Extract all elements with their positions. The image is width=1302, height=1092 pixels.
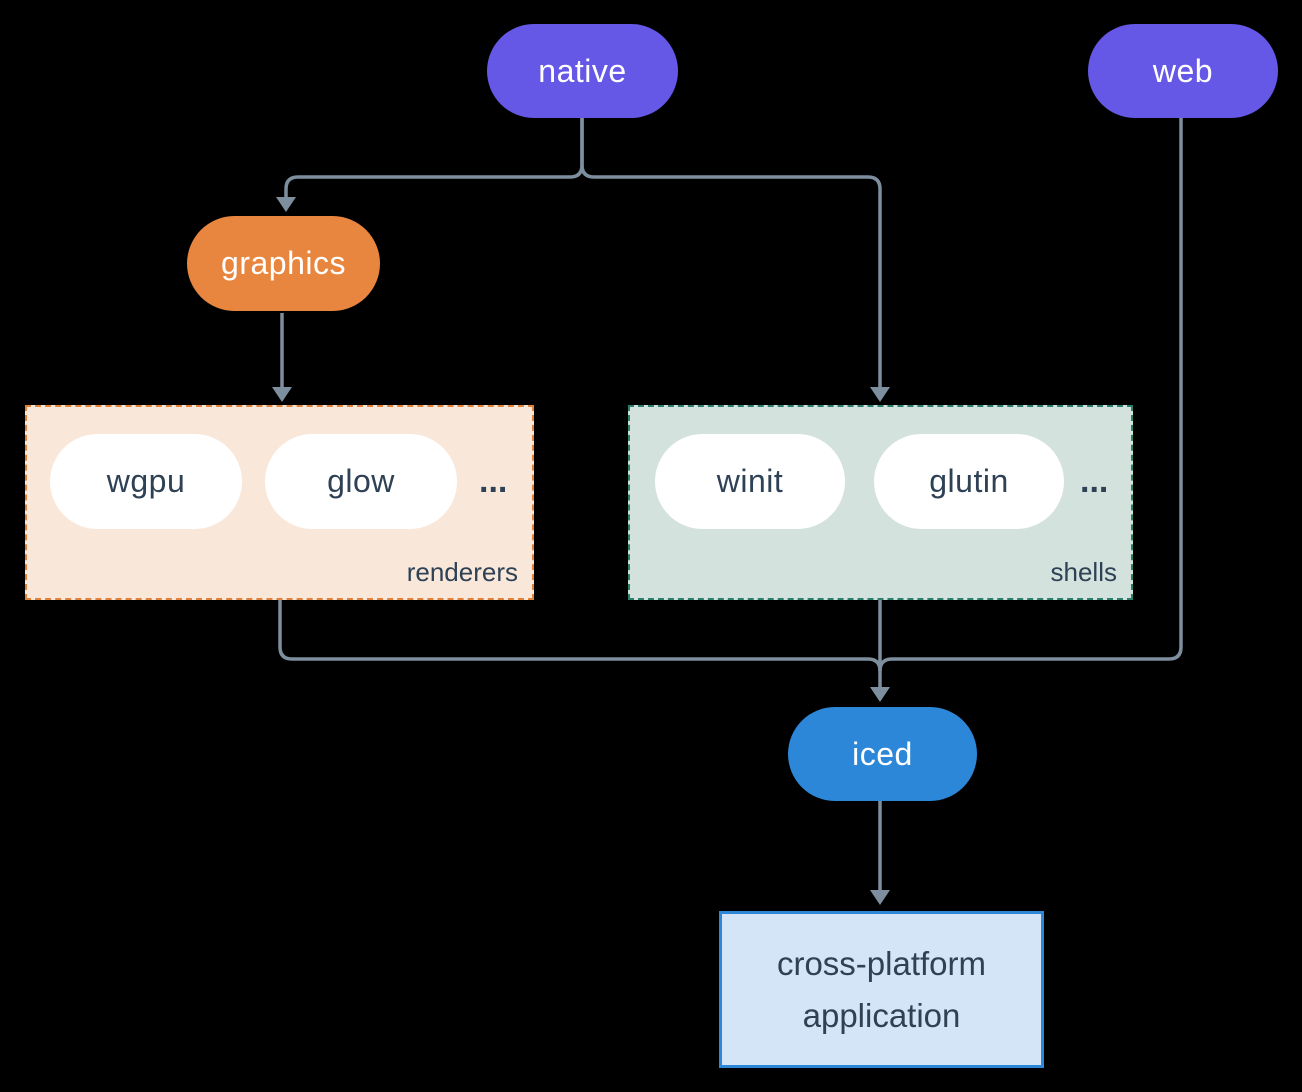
- web-node: web: [1088, 24, 1278, 118]
- shells-label: shells: [1050, 557, 1117, 587]
- renderers-ellipsis: ...: [479, 462, 508, 500]
- application-label-line2: application: [802, 996, 961, 1034]
- wgpu-node: wgpu: [50, 434, 242, 529]
- native-node: native: [487, 24, 678, 118]
- connector-renderers-to-merge: [278, 600, 882, 672]
- glutin-node: glutin: [874, 434, 1064, 529]
- iced-node: iced: [788, 707, 977, 801]
- connector-shells-to-iced: [870, 600, 890, 702]
- connector-native-to-shells: [580, 116, 890, 402]
- renderers-label: renderers: [406, 557, 518, 587]
- connector-iced-to-application: [870, 801, 890, 905]
- application-node: cross-platform application: [719, 911, 1044, 1068]
- connector-native-to-graphics: [276, 116, 584, 212]
- winit-node: winit: [655, 434, 845, 529]
- graphics-node: graphics: [187, 216, 380, 311]
- application-label-line1: cross-platform: [776, 945, 987, 983]
- connector-graphics-to-renderers: [272, 313, 292, 402]
- shells-ellipsis: ...: [1080, 462, 1109, 500]
- glow-node: glow: [265, 434, 457, 529]
- renderers-group: wgpu glow ... renderers: [25, 405, 534, 600]
- shells-group: winit glutin ... shells: [628, 405, 1133, 600]
